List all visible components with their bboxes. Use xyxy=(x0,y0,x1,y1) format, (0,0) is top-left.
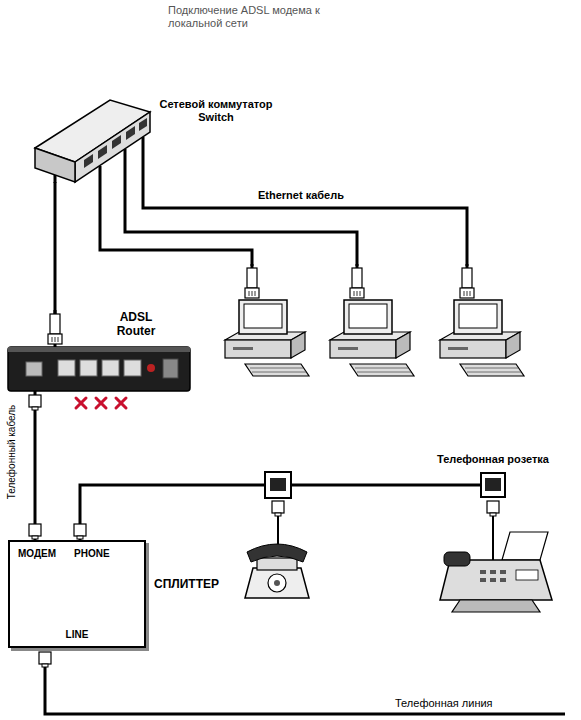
fax-machine xyxy=(480,570,486,574)
ethernet-cable xyxy=(54,175,57,183)
diagram-title: Подключение ADSL модема к локальной сети xyxy=(168,4,324,29)
fax-machine xyxy=(452,600,540,612)
switch-port xyxy=(84,154,93,168)
unused-port-mark xyxy=(96,398,106,408)
port-label: LINE xyxy=(10,629,144,641)
port-label: PHONE xyxy=(74,548,110,560)
lan-port xyxy=(80,360,97,376)
telephone xyxy=(245,544,309,598)
power-socket xyxy=(163,359,178,378)
plug-layer xyxy=(29,524,41,539)
telephone xyxy=(247,544,307,562)
plug-layer xyxy=(29,395,41,410)
plug-layer xyxy=(74,524,86,539)
device-cable xyxy=(492,514,494,560)
plug-layer xyxy=(245,264,259,298)
fax-machine xyxy=(490,570,496,574)
switch-front xyxy=(75,112,150,182)
cable-label: Телефонный кабель xyxy=(6,405,18,500)
illustration xyxy=(330,300,414,376)
outlet-heading: Телефонная розетка xyxy=(437,453,549,466)
plug-layer xyxy=(460,264,474,298)
telephone-line-wire xyxy=(45,664,565,714)
ethernet-cable xyxy=(55,137,467,266)
line-label: Телефонная линия xyxy=(395,697,493,710)
socket-hole xyxy=(485,478,501,491)
unused-port-mark xyxy=(116,398,126,408)
plug-layer xyxy=(39,652,51,667)
telephone-outlet: Телефонная розетка xyxy=(480,472,506,498)
adsl-router-drawing xyxy=(8,347,190,391)
unused-port-mark xyxy=(76,398,86,408)
fax-machine xyxy=(516,570,538,580)
plug-layer xyxy=(350,264,364,298)
telephone-outlet-drawing xyxy=(265,472,291,498)
network-switch: Сетевой коммутатор Switch xyxy=(35,98,150,182)
plug-layer xyxy=(272,501,284,516)
telephone xyxy=(245,568,309,598)
fax-machine xyxy=(480,578,486,582)
telephone xyxy=(257,558,297,570)
telephone xyxy=(268,574,286,592)
splitter-box: МОДЕМPHONELINEСПЛИТТЕР xyxy=(8,540,146,648)
unused-port-mark xyxy=(116,398,126,408)
illustration xyxy=(225,300,309,376)
switch-port xyxy=(98,145,107,159)
lan-port xyxy=(124,360,141,376)
telephone-outlet-drawing xyxy=(270,478,286,491)
switch-port xyxy=(139,118,147,131)
plug-layer xyxy=(48,310,62,344)
plug-layer xyxy=(487,501,499,516)
lan-port xyxy=(102,360,119,376)
telephone-outlet-drawing xyxy=(265,472,291,498)
adsl-router: ADSL Router xyxy=(8,347,190,391)
unused-port-mark xyxy=(76,398,86,408)
router-heading: ADSL Router xyxy=(106,311,166,339)
switch-heading: Сетевой коммутатор Switch xyxy=(150,98,282,123)
unused-port-mark xyxy=(76,398,126,408)
fax-machine xyxy=(500,578,506,582)
lan-port xyxy=(58,360,75,376)
fax-machine xyxy=(502,532,548,560)
unused-port-mark xyxy=(96,398,106,408)
switch-port xyxy=(126,126,135,140)
fax-machine xyxy=(440,532,552,612)
network-switch-drawing xyxy=(35,100,150,182)
fax-machine xyxy=(500,570,506,574)
telephone-line-wire xyxy=(45,664,565,714)
cable-label: Ethernet кабель xyxy=(258,189,344,202)
dsl-port xyxy=(26,362,42,376)
illustration xyxy=(440,300,524,376)
fax-machine xyxy=(490,578,496,582)
splitter-heading: СПЛИТТЕР xyxy=(154,578,219,592)
ethernet-cable xyxy=(143,137,467,266)
fax-machine xyxy=(444,552,470,566)
switch-port xyxy=(112,135,121,149)
telephone xyxy=(274,580,280,586)
cable-connector xyxy=(34,391,37,540)
router-body xyxy=(8,347,190,391)
power-button xyxy=(147,364,155,372)
ethernet-cable xyxy=(100,166,252,266)
port-label: МОДЕМ xyxy=(18,548,56,560)
router-top-edge xyxy=(8,347,190,352)
switch-side xyxy=(35,148,75,182)
